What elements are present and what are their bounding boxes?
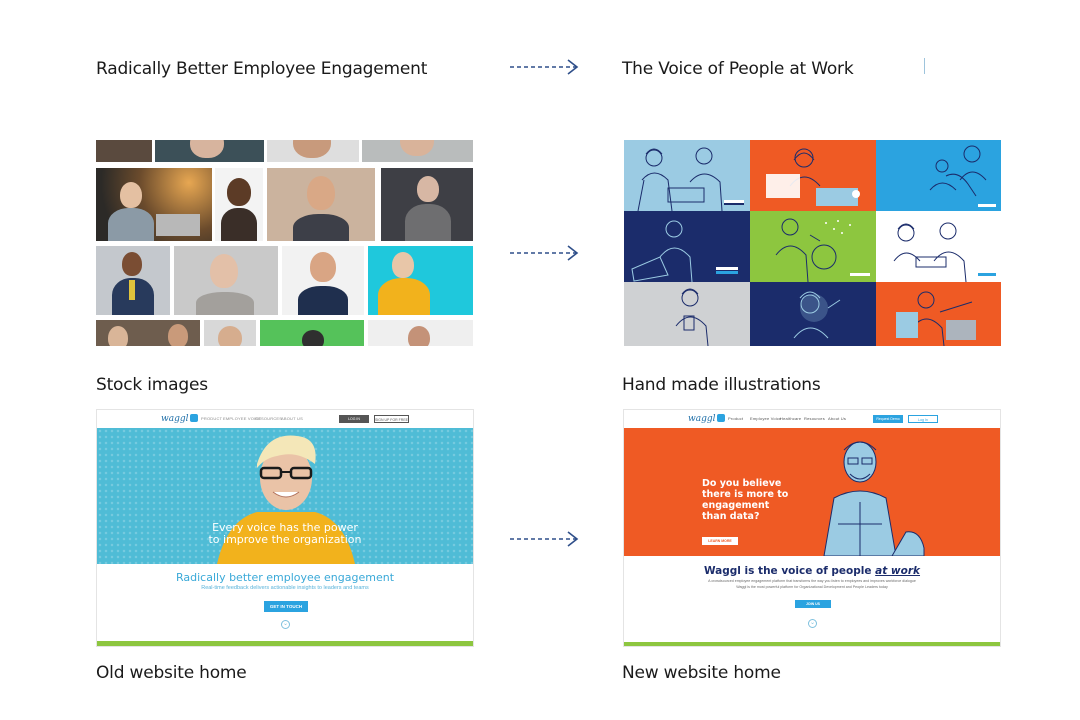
illustration-tile xyxy=(876,140,1001,211)
new-subline-1: A crowdsourced employee engagement platf… xyxy=(708,579,916,583)
old-nav-product: PRODUCT xyxy=(201,416,223,421)
stock-photo xyxy=(96,246,170,315)
new-nav-product: Product xyxy=(728,416,744,421)
cursor-mark xyxy=(924,58,925,74)
old-footer-bar xyxy=(97,641,473,646)
illustration-tile xyxy=(876,211,1001,282)
new-login-button: Log In xyxy=(908,415,938,423)
new-nav-employee-voice: Employee Voice xyxy=(750,416,782,421)
new-nav-healthcare: Healthcare xyxy=(780,416,802,421)
stock-photo xyxy=(267,168,375,241)
old-scroll-down-icon: ⌄ xyxy=(281,620,290,629)
stock-photo xyxy=(381,168,473,241)
new-hero-illustration xyxy=(823,441,925,556)
new-question-line: engagement xyxy=(702,500,770,511)
stock-photo xyxy=(368,246,473,315)
new-question-line: Do you believe xyxy=(702,478,782,489)
stock-photo xyxy=(267,140,359,162)
heading-old: Radically Better Employee Engagement xyxy=(96,59,428,79)
illustration-tile xyxy=(750,211,876,282)
stock-photo xyxy=(215,168,263,241)
dashed-right-arrow-icon xyxy=(510,245,579,261)
illustration-tile xyxy=(624,282,750,346)
old-get-in-touch-button: GET IN TOUCH xyxy=(264,601,308,612)
new-learn-more-button: LEARN MORE xyxy=(702,537,738,545)
new-nav-about: About Us xyxy=(828,416,847,421)
new-hero-question: Do you believe there is more to engageme… xyxy=(702,478,788,522)
old-signup-button: SIGN UP FOR FREE xyxy=(374,415,409,423)
stock-photo xyxy=(204,320,256,346)
label-new-website-home: New website home xyxy=(622,663,781,683)
old-nav-about: ABOUT US xyxy=(281,416,303,421)
waggl-logo: waggl xyxy=(688,414,726,424)
old-nav-employee-voice: EMPLOYEE VOICE xyxy=(223,416,262,421)
label-hand-made-illustrations: Hand made illustrations xyxy=(622,375,821,395)
old-hero-line1: Every voice has the power xyxy=(212,521,358,534)
stock-photo xyxy=(362,140,473,162)
label-old-website-home: Old website home xyxy=(96,663,247,683)
new-subline-2: Waggl is the most powerful platform for … xyxy=(736,585,888,589)
old-login-button: LOG IN xyxy=(339,415,369,423)
stock-images-collage xyxy=(96,140,473,346)
heading-new: The Voice of People at Work xyxy=(622,59,854,79)
new-join-us-button: JOIN US xyxy=(795,600,831,608)
stock-photo xyxy=(174,246,278,315)
new-site-nav: waggl Product Employee Voice Healthcare … xyxy=(624,410,1000,428)
illustration-tile xyxy=(750,140,876,211)
illustration-tile xyxy=(876,282,1001,346)
stock-photo xyxy=(96,140,152,162)
illustration-tile xyxy=(750,282,876,346)
illustration-tile xyxy=(624,140,750,211)
new-request-demo-button: Request Demo xyxy=(873,415,903,423)
old-hero-line2: to improve the organization xyxy=(208,533,362,546)
new-nav-resources: Resources xyxy=(804,416,825,421)
stock-photo xyxy=(260,320,364,346)
new-scroll-down-icon: ⌄ xyxy=(808,619,817,628)
stock-photo xyxy=(282,246,364,315)
stock-photo xyxy=(368,320,473,346)
new-question-line: there is more to xyxy=(702,489,789,500)
dashed-right-arrow-icon xyxy=(510,59,579,75)
old-subline: Real-time feedback delivers actionable i… xyxy=(201,585,369,591)
new-footer-bar xyxy=(624,642,1000,646)
stock-photo xyxy=(96,320,200,346)
new-tagline: Waggl is the voice of people at work xyxy=(703,565,921,577)
illustration-tile xyxy=(624,211,750,282)
new-hero: Do you believe there is more to engageme… xyxy=(624,428,1000,556)
old-hero: Every voice has the power to improve the… xyxy=(97,428,473,564)
old-tagline: Radically better employee engagement xyxy=(175,571,395,584)
old-hero-portrait xyxy=(217,435,355,564)
stock-photo xyxy=(155,140,264,162)
illustrations-collage xyxy=(624,140,1001,346)
new-website-screenshot: waggl Product Employee Voice Healthcare … xyxy=(623,409,1001,647)
new-question-line: than data? xyxy=(702,511,760,522)
stock-photo xyxy=(96,168,212,241)
dashed-right-arrow-icon xyxy=(510,531,579,547)
old-site-nav: waggl PRODUCT EMPLOYEE VOICE RESOURCES A… xyxy=(97,410,473,428)
label-stock-images: Stock images xyxy=(96,375,208,395)
waggl-logo: waggl xyxy=(161,414,199,424)
old-website-screenshot: waggl PRODUCT EMPLOYEE VOICE RESOURCES A… xyxy=(96,409,474,647)
old-nav-resources: RESOURCES xyxy=(255,416,283,421)
